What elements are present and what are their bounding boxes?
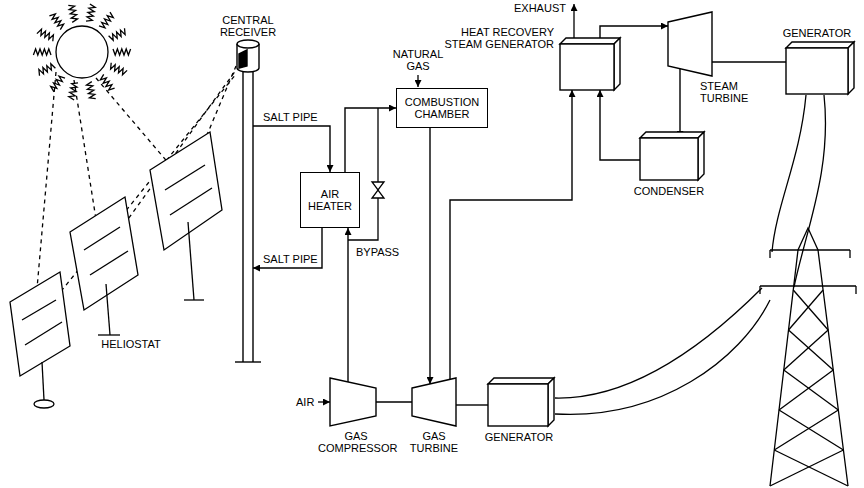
node-label: AIR HEATER [304, 188, 356, 212]
flow-arrow [345, 108, 396, 172]
condenser-box-outline [640, 138, 698, 180]
generator-box: GENERATOR [786, 48, 848, 94]
node-label: COMBUSTION CHAMBER [400, 96, 484, 120]
combustion-chamber-box: COMBUSTION CHAMBER [396, 88, 488, 128]
hrsg-box: HEAT RECOVERY STEAM GENERATOR [560, 44, 614, 90]
shaft-line [712, 61, 786, 62]
central-receiver: CENTRAL RECEIVER [216, 14, 280, 364]
steam-turbine: STEAM TURBINE [668, 12, 764, 106]
node-label: CENTRAL RECEIVER [216, 14, 280, 38]
plain-label: NATURAL GAS [388, 48, 448, 72]
generator-box-outline [786, 48, 848, 94]
power-wires [555, 95, 826, 414]
pipe-label: SALT PIPE [262, 253, 319, 265]
air-heater-box: AIR HEATER [300, 172, 360, 228]
node-label: GAS TURBINE [400, 430, 468, 454]
node-label: STEAM TURBINE [700, 80, 764, 104]
node-label: GAS COMPRESSOR [318, 430, 394, 454]
central-receiver-outline [216, 14, 280, 364]
flow-arrow [450, 90, 572, 380]
hrsg-box-outline [560, 44, 614, 90]
node-label: GENERATOR [776, 27, 858, 39]
plain-label: EXHAUST [514, 2, 566, 14]
plain-label: BYPASS [356, 246, 399, 258]
node-label: HEAT RECOVERY STEAM GENERATOR [442, 26, 554, 50]
generator-box-outline [488, 384, 548, 426]
flow-arrow [347, 228, 348, 382]
gas-inlet-arrow [417, 75, 418, 87]
shaft-line [376, 401, 412, 402]
light-rays [36, 66, 236, 310]
air-inlet-arrow [318, 401, 330, 402]
flow-arrow [253, 228, 322, 268]
transmission-tower [760, 228, 856, 486]
flow-arrow [679, 69, 680, 138]
gas-compressor: GAS COMPRESSOR [318, 378, 394, 458]
flow-arrow [429, 128, 430, 384]
node-label: GENERATOR [478, 431, 560, 443]
shaft-line [456, 404, 488, 405]
gas-turbine: GAS TURBINE [400, 378, 468, 458]
flow-arrow [253, 126, 330, 172]
flow-arrow [600, 90, 640, 160]
exhaust-arrow [573, 4, 574, 38]
condenser-box: CONDENSER [640, 138, 698, 180]
generator-box: GENERATOR [488, 384, 548, 426]
plain-label: AIR [296, 396, 314, 408]
plain-label: HELIOSTAT [96, 338, 166, 350]
heliostat-mirrors [10, 132, 222, 408]
pipe-label: SALT PIPE [262, 111, 319, 123]
sun [56, 26, 108, 78]
sun-rays [33, 4, 130, 100]
node-label: CONDENSER [628, 185, 710, 197]
